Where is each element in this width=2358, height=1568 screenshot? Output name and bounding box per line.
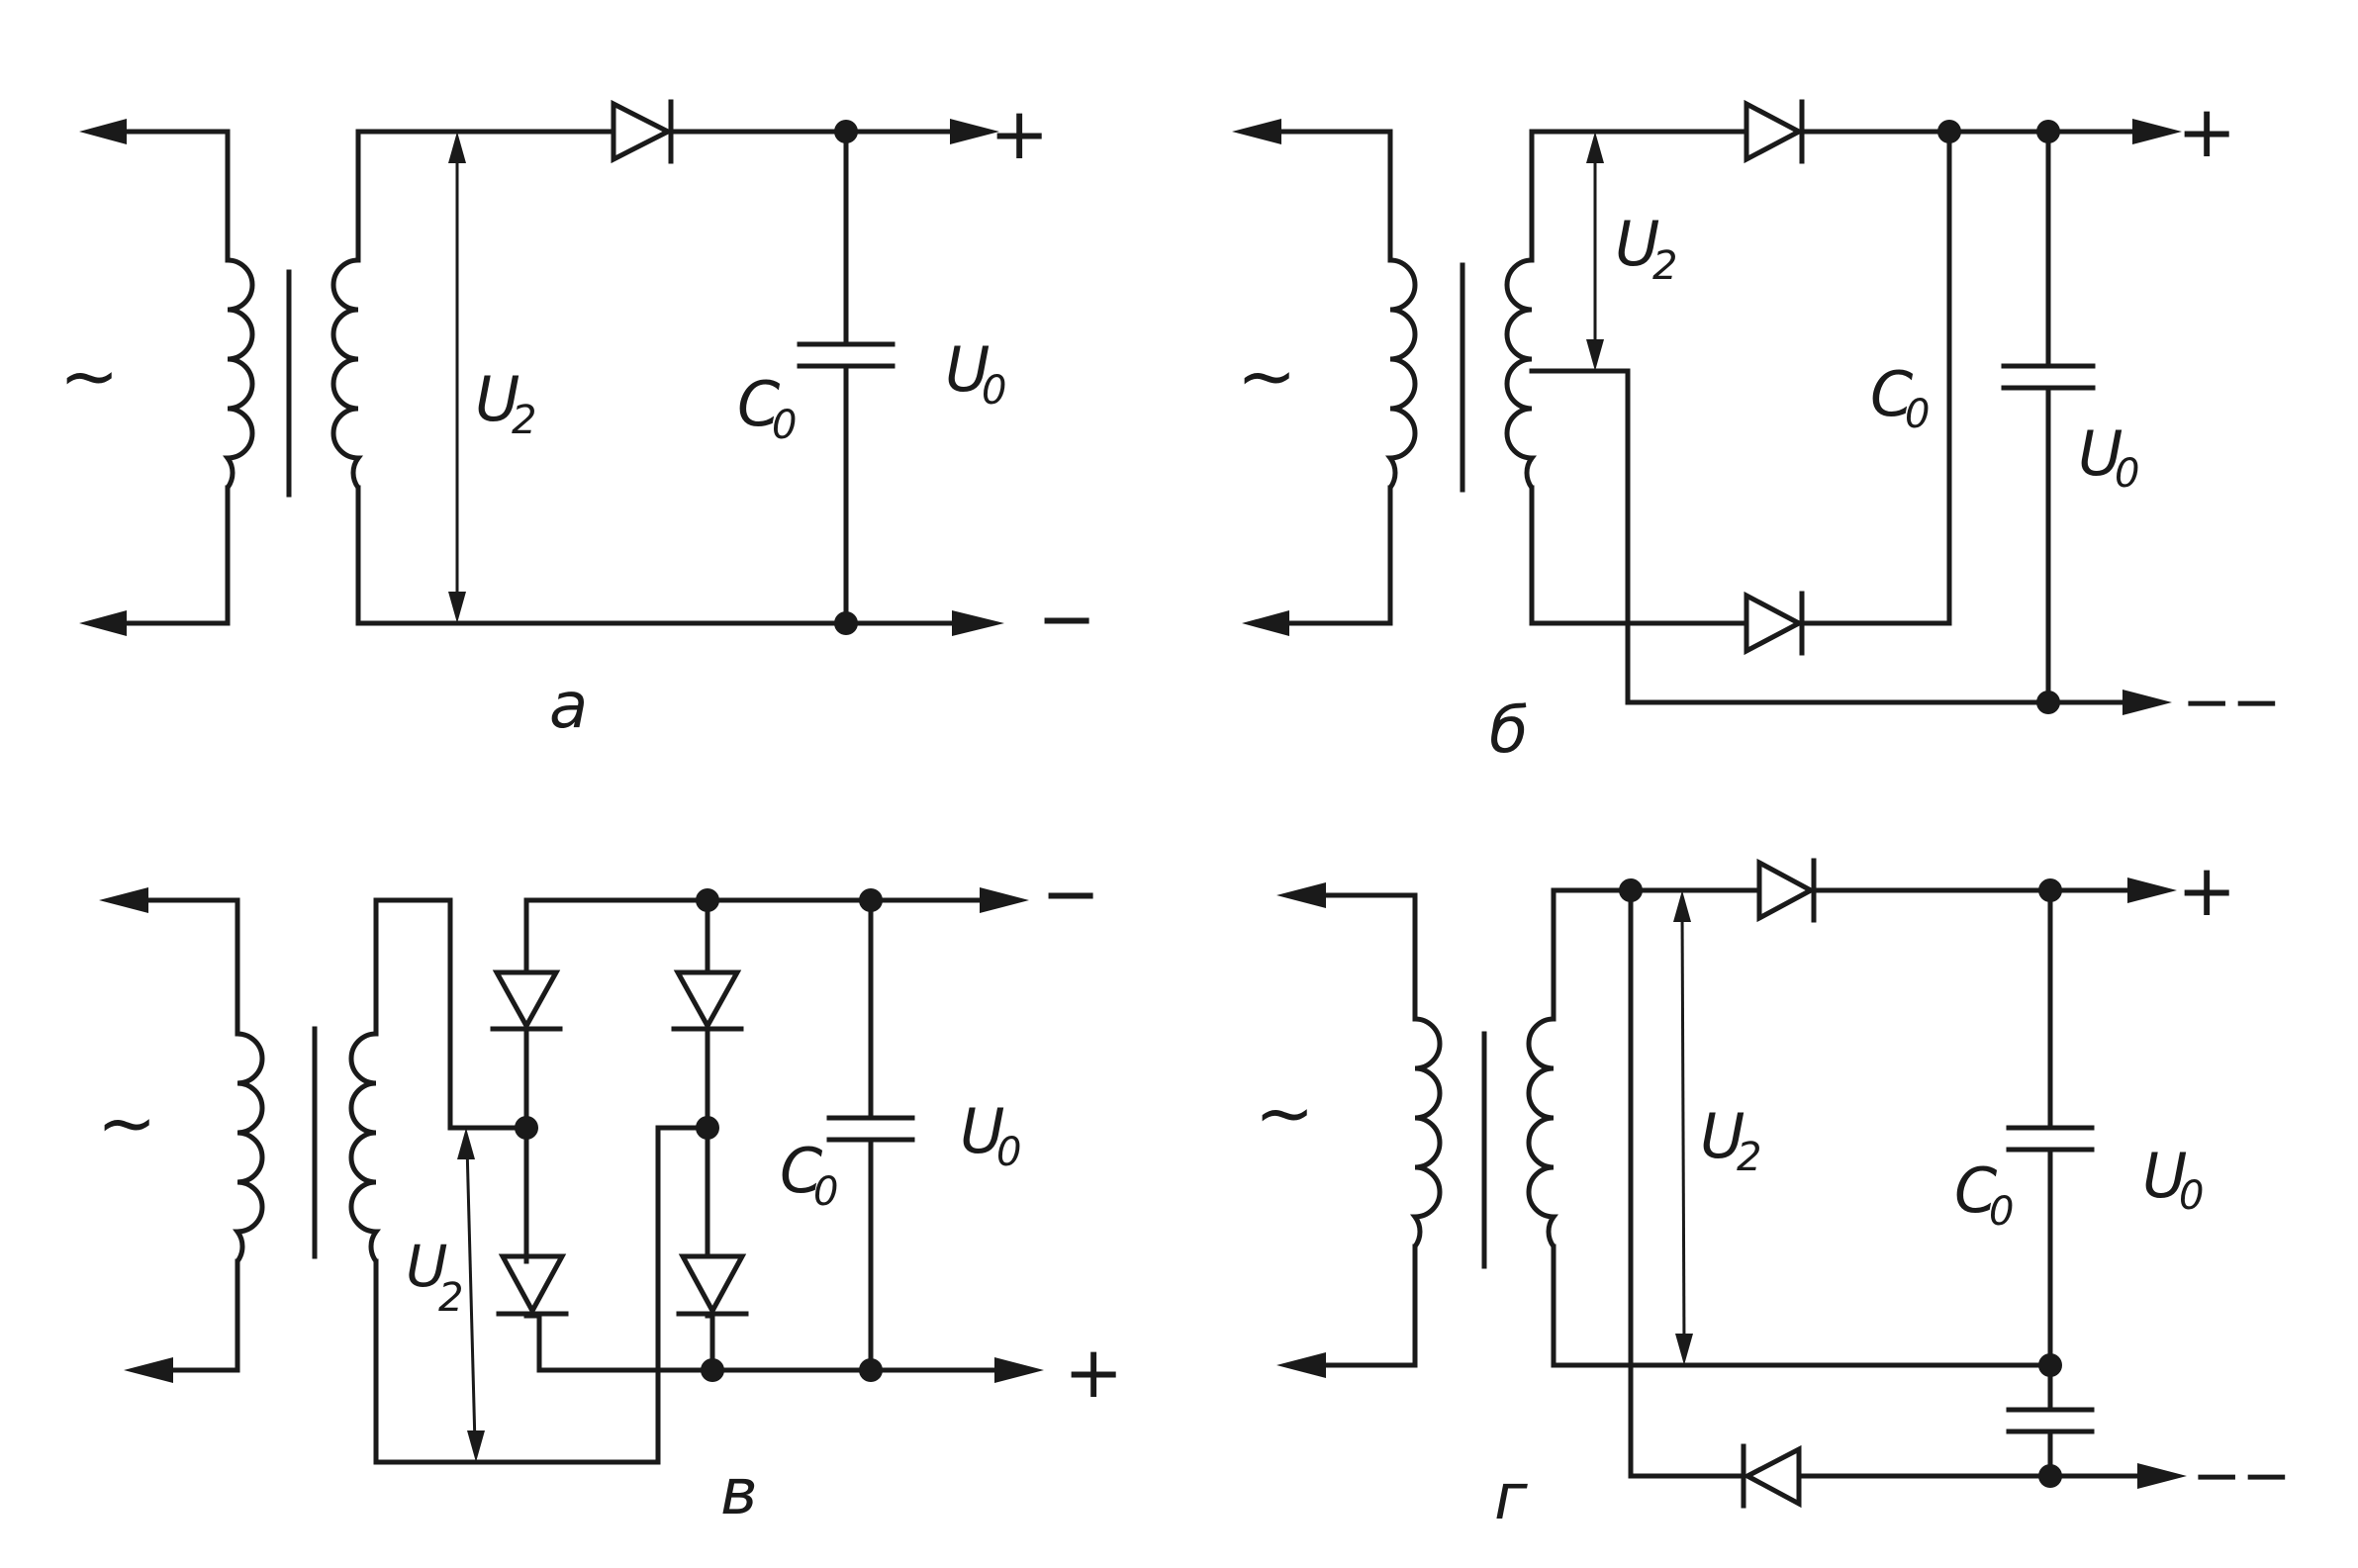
svg-text:2: 2 [438, 1275, 463, 1321]
svg-text:0: 0 [1905, 392, 1930, 437]
primary-winding-v [233, 1031, 265, 1263]
diode-g-bottom [1741, 1443, 1802, 1509]
secondary-winding-g [1526, 1016, 1558, 1248]
c0-label-g: C [1954, 1154, 1998, 1227]
svg-text:2: 2 [1737, 1135, 1761, 1180]
circuit-a: U 2 C 0 U 0 ~ + − а [59, 92, 1096, 743]
diode-b-bottom [1744, 591, 1805, 656]
diode-v-4 [676, 1253, 749, 1317]
c0-label-b: C [1870, 358, 1914, 430]
caption-b: б [1489, 694, 1528, 768]
svg-text:2: 2 [512, 398, 536, 443]
primary-winding-a [223, 257, 255, 490]
svg-text:0: 0 [2179, 1173, 2204, 1219]
ac-symbol-v: ~ [97, 1081, 156, 1164]
diode-v-2 [671, 969, 744, 1032]
svg-text:0: 0 [772, 403, 797, 448]
u0-label-g: U [2142, 1140, 2187, 1212]
minus-terminal-v: − [1041, 852, 1100, 935]
secondary-winding-b [1504, 257, 1537, 490]
primary-winding-b [1385, 257, 1418, 490]
caption-v: в [720, 1456, 758, 1529]
u2-label-b: U [1615, 208, 1659, 280]
caption-a: а [549, 670, 588, 743]
diode-b-top [1744, 99, 1805, 164]
svg-text:0: 0 [982, 368, 1006, 414]
minus-terminal-a: − [1037, 577, 1096, 660]
minus-terminal-b: −− [2182, 668, 2282, 737]
ac-symbol-b: ~ [1237, 334, 1296, 417]
c0-label-a: C [737, 368, 781, 440]
svg-text:0: 0 [1989, 1189, 2014, 1235]
svg-text:2: 2 [1652, 243, 1677, 289]
plus-terminal-g: + [2177, 849, 2236, 932]
ac-symbol-g: ~ [1255, 1071, 1314, 1154]
u0-label-a: U [945, 333, 990, 406]
secondary-winding-v [348, 1031, 381, 1263]
u0-label-b: U [2078, 417, 2122, 490]
secondary-winding-a [330, 257, 363, 490]
diode-v-3 [496, 1253, 569, 1317]
u2-label-g: U [1700, 1100, 1745, 1172]
diode-a [611, 99, 674, 164]
u0-label-v: U [960, 1095, 1004, 1167]
diode-v-1 [490, 969, 563, 1032]
circuit-g: U 2 C 0 U 0 ~ + −− г [1255, 849, 2292, 1534]
u2-label-v: U [406, 1233, 447, 1300]
minus-terminal-g: −− [2192, 1441, 2292, 1511]
c0-label-v: C [780, 1135, 823, 1207]
circuit-v: U 2 C 0 U 0 ~ − + в [97, 852, 1123, 1529]
primary-winding-g [1410, 1016, 1443, 1248]
diode-g-top [1756, 858, 1817, 923]
svg-text:0: 0 [996, 1130, 1021, 1175]
ac-symbol-a: ~ [59, 334, 119, 417]
svg-text:0: 0 [2115, 451, 2139, 497]
plus-terminal-a: + [990, 92, 1049, 175]
svg-text:0: 0 [813, 1169, 838, 1215]
caption-g: г [1494, 1461, 1528, 1534]
plus-terminal-v: + [1064, 1331, 1123, 1414]
circuit-b: U 2 C 0 U 0 ~ + −− б [1232, 90, 2282, 768]
plus-terminal-b: + [2177, 90, 2236, 173]
u2-label-a: U [475, 363, 519, 435]
